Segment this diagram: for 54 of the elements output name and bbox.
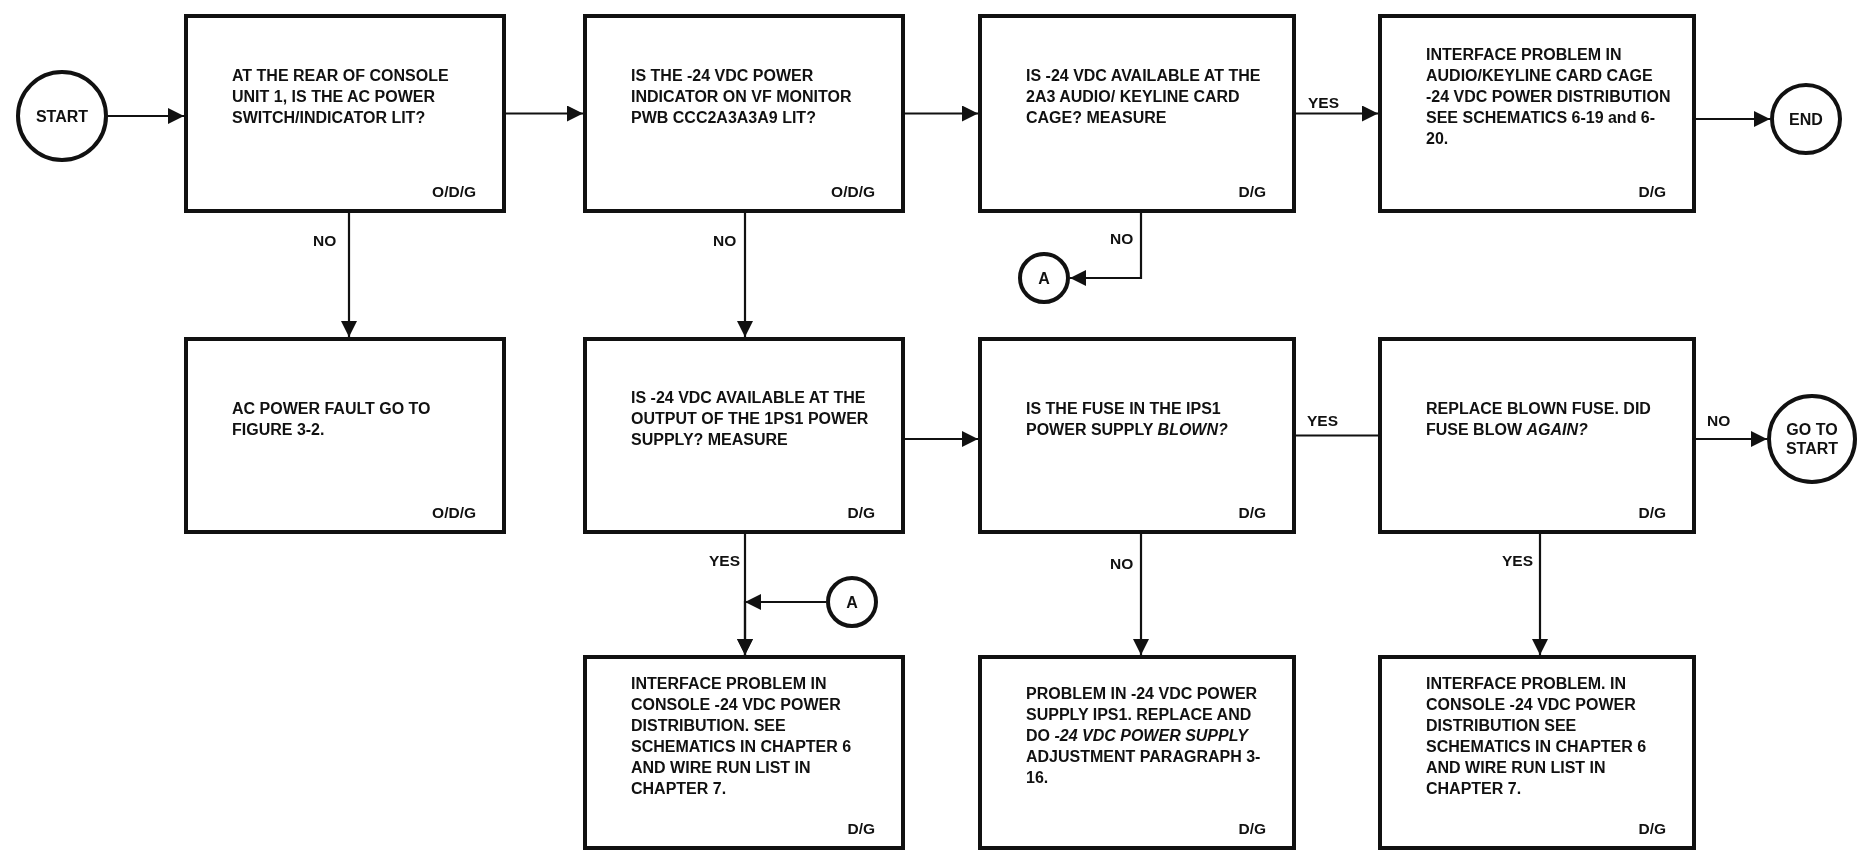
level-code: O/D/G (432, 183, 476, 201)
process-box (184, 337, 506, 534)
level-code: D/G (847, 504, 875, 522)
arrow (1133, 534, 1149, 655)
step-text: IS THE FUSE IN THE IPS1 POWER SUPPLY BLOWN? (1026, 398, 1229, 440)
terminal-label: END (1789, 109, 1823, 129)
terminal-label: GO TO START (1784, 420, 1840, 458)
connector-circle (826, 576, 878, 628)
process-box (583, 14, 905, 213)
arrow (1070, 213, 1143, 286)
step-text: AT THE REAR OF CONSOLE UNIT 1, IS THE AC POWER SWITCH/INDICATOR LIT? (232, 66, 450, 128)
arrow (905, 431, 978, 447)
arrow (737, 213, 753, 337)
level-code: D/G (1238, 504, 1266, 522)
process-box (1378, 14, 1696, 213)
step-text: REPLACE BLOWN FUSE. DID FUSE BLOW AGAIN? (1426, 398, 1652, 440)
process-box (1378, 655, 1696, 850)
arrow (341, 213, 357, 337)
arrow (905, 105, 978, 122)
level-code: O/D/G (432, 504, 476, 522)
connector-line (1296, 434, 1378, 437)
terminal-label: START (35, 106, 89, 126)
terminal-label: A (846, 592, 858, 612)
step-text: IS -24 VDC AVAILABLE AT THE 2A3 AUDIO/ KEYLINE CARD CAGE? MEASURE (1026, 66, 1262, 128)
arrow (1696, 431, 1767, 447)
arrow (1696, 111, 1770, 127)
arrow (506, 105, 583, 122)
process-box (1378, 337, 1696, 534)
step-text: PROBLEM IN -24 VDC POWER SUPPLY IPS1. REPLACE AND DO -24 VDC POWER SUPPLY ADJUSTMENT PARAGRAPH 3-16. (1026, 684, 1262, 788)
process-box (583, 337, 905, 534)
step-text: IS -24 VDC AVAILABLE AT THE OUTPUT OF THE 1PS1 POWER SUPPLY? MEASURE (631, 388, 870, 450)
process-box (978, 337, 1296, 534)
terminal-label: A (1038, 268, 1050, 288)
step-text: INTERFACE PROBLEM IN CONSOLE -24 VDC POWER DISTRIBUTION. SEE SCHEMATICS IN CHAPTER 6 AND WIRE RUN LIST IN CHAPTER 7. (631, 673, 853, 799)
level-code: D/G (1638, 183, 1666, 201)
arrow (108, 108, 184, 124)
level-code: D/G (847, 820, 875, 838)
level-code: D/G (1638, 504, 1666, 522)
level-code: D/G (1238, 183, 1266, 201)
level-code: D/G (1238, 820, 1266, 838)
step-text: AC POWER FAULT GO TO FIGURE 3-2. (232, 398, 432, 440)
level-code: D/G (1638, 820, 1666, 838)
process-box (978, 655, 1296, 850)
step-text: INTERFACE PROBLEM. IN CONSOLE -24 VDC POWER DISTRIBUTION SEE SCHEMATICS IN CHAPTER 6 AND WIRE RUN LIST IN CHAPTER 7. (1426, 673, 1648, 799)
arrow (1532, 534, 1548, 655)
step-text: IS THE -24 VDC POWER INDICATOR ON VF MONITOR PWB CCC2A3A3A9 LIT? (631, 66, 853, 128)
arrow (737, 594, 826, 655)
arrow (1296, 105, 1378, 122)
process-box (583, 655, 905, 850)
step-text: INTERFACE PROBLEM IN AUDIO/KEYLINE CARD CAGE -24 VDC POWER DISTRIBUTION SEE SCHEMATICS 6-19 and 6-20. (1426, 45, 1672, 149)
connector-circle (1018, 252, 1070, 304)
process-box (978, 14, 1296, 213)
level-code: O/D/G (831, 183, 875, 201)
process-box (184, 14, 506, 213)
